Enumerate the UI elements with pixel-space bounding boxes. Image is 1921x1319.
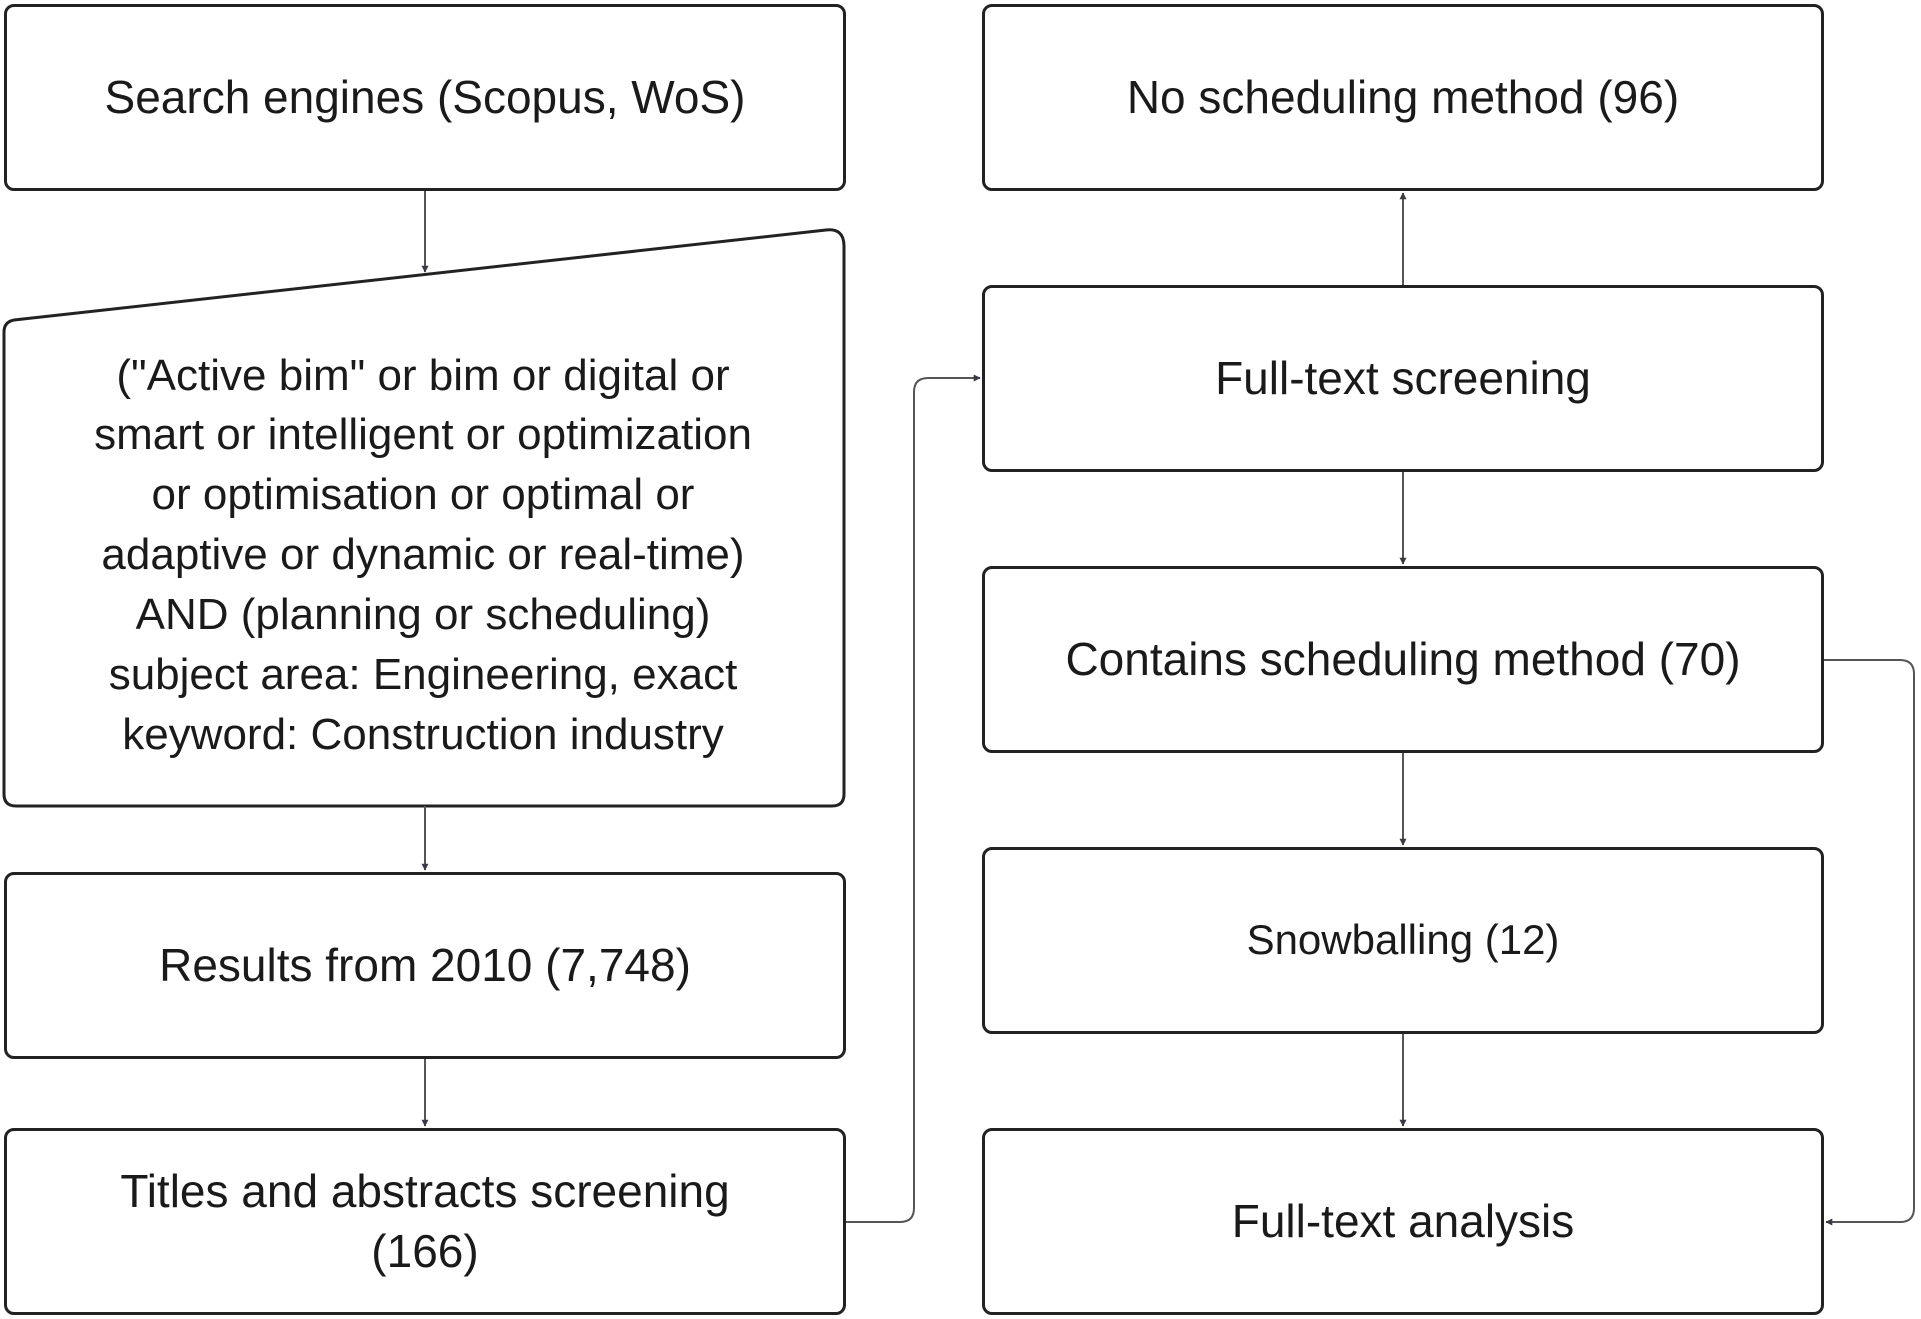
no-scheduling-node: No scheduling method (96) [982,4,1824,191]
titles-screening-node: Titles and abstracts screening (166) [4,1128,846,1315]
contains-scheduling-label: Contains scheduling method (70) [1065,632,1741,685]
query-node-shape [2,228,846,808]
search-engines-label: Search engines (Scopus, WoS) [104,70,746,123]
results-label: Results from 2010 (7,748) [159,938,691,991]
snowballing-node: Snowballing (12) [982,847,1824,1034]
contains-scheduling-node: Contains scheduling method (70) [982,566,1824,753]
full-text-screening-node: Full-text screening [982,285,1824,472]
full-text-screening-label: Full-text screening [1215,351,1591,404]
connector-titles-to-fulltext [846,374,981,1223]
snowballing-label: Snowballing (12) [1246,916,1560,964]
titles-screening-label: Titles and abstracts screening (166) [120,1164,730,1277]
no-scheduling-label: No scheduling method (96) [1126,70,1680,123]
search-engines-node: Search engines (Scopus, WoS) [4,4,846,191]
connector-contains-to-analysis [1824,659,1915,1226]
query-label: ("Active bim" or bim or digital or smart… [94,350,752,759]
full-text-analysis-node: Full-text analysis [982,1128,1824,1315]
full-text-analysis-label: Full-text analysis [1231,1194,1575,1247]
results-node: Results from 2010 (7,748) [4,872,846,1059]
